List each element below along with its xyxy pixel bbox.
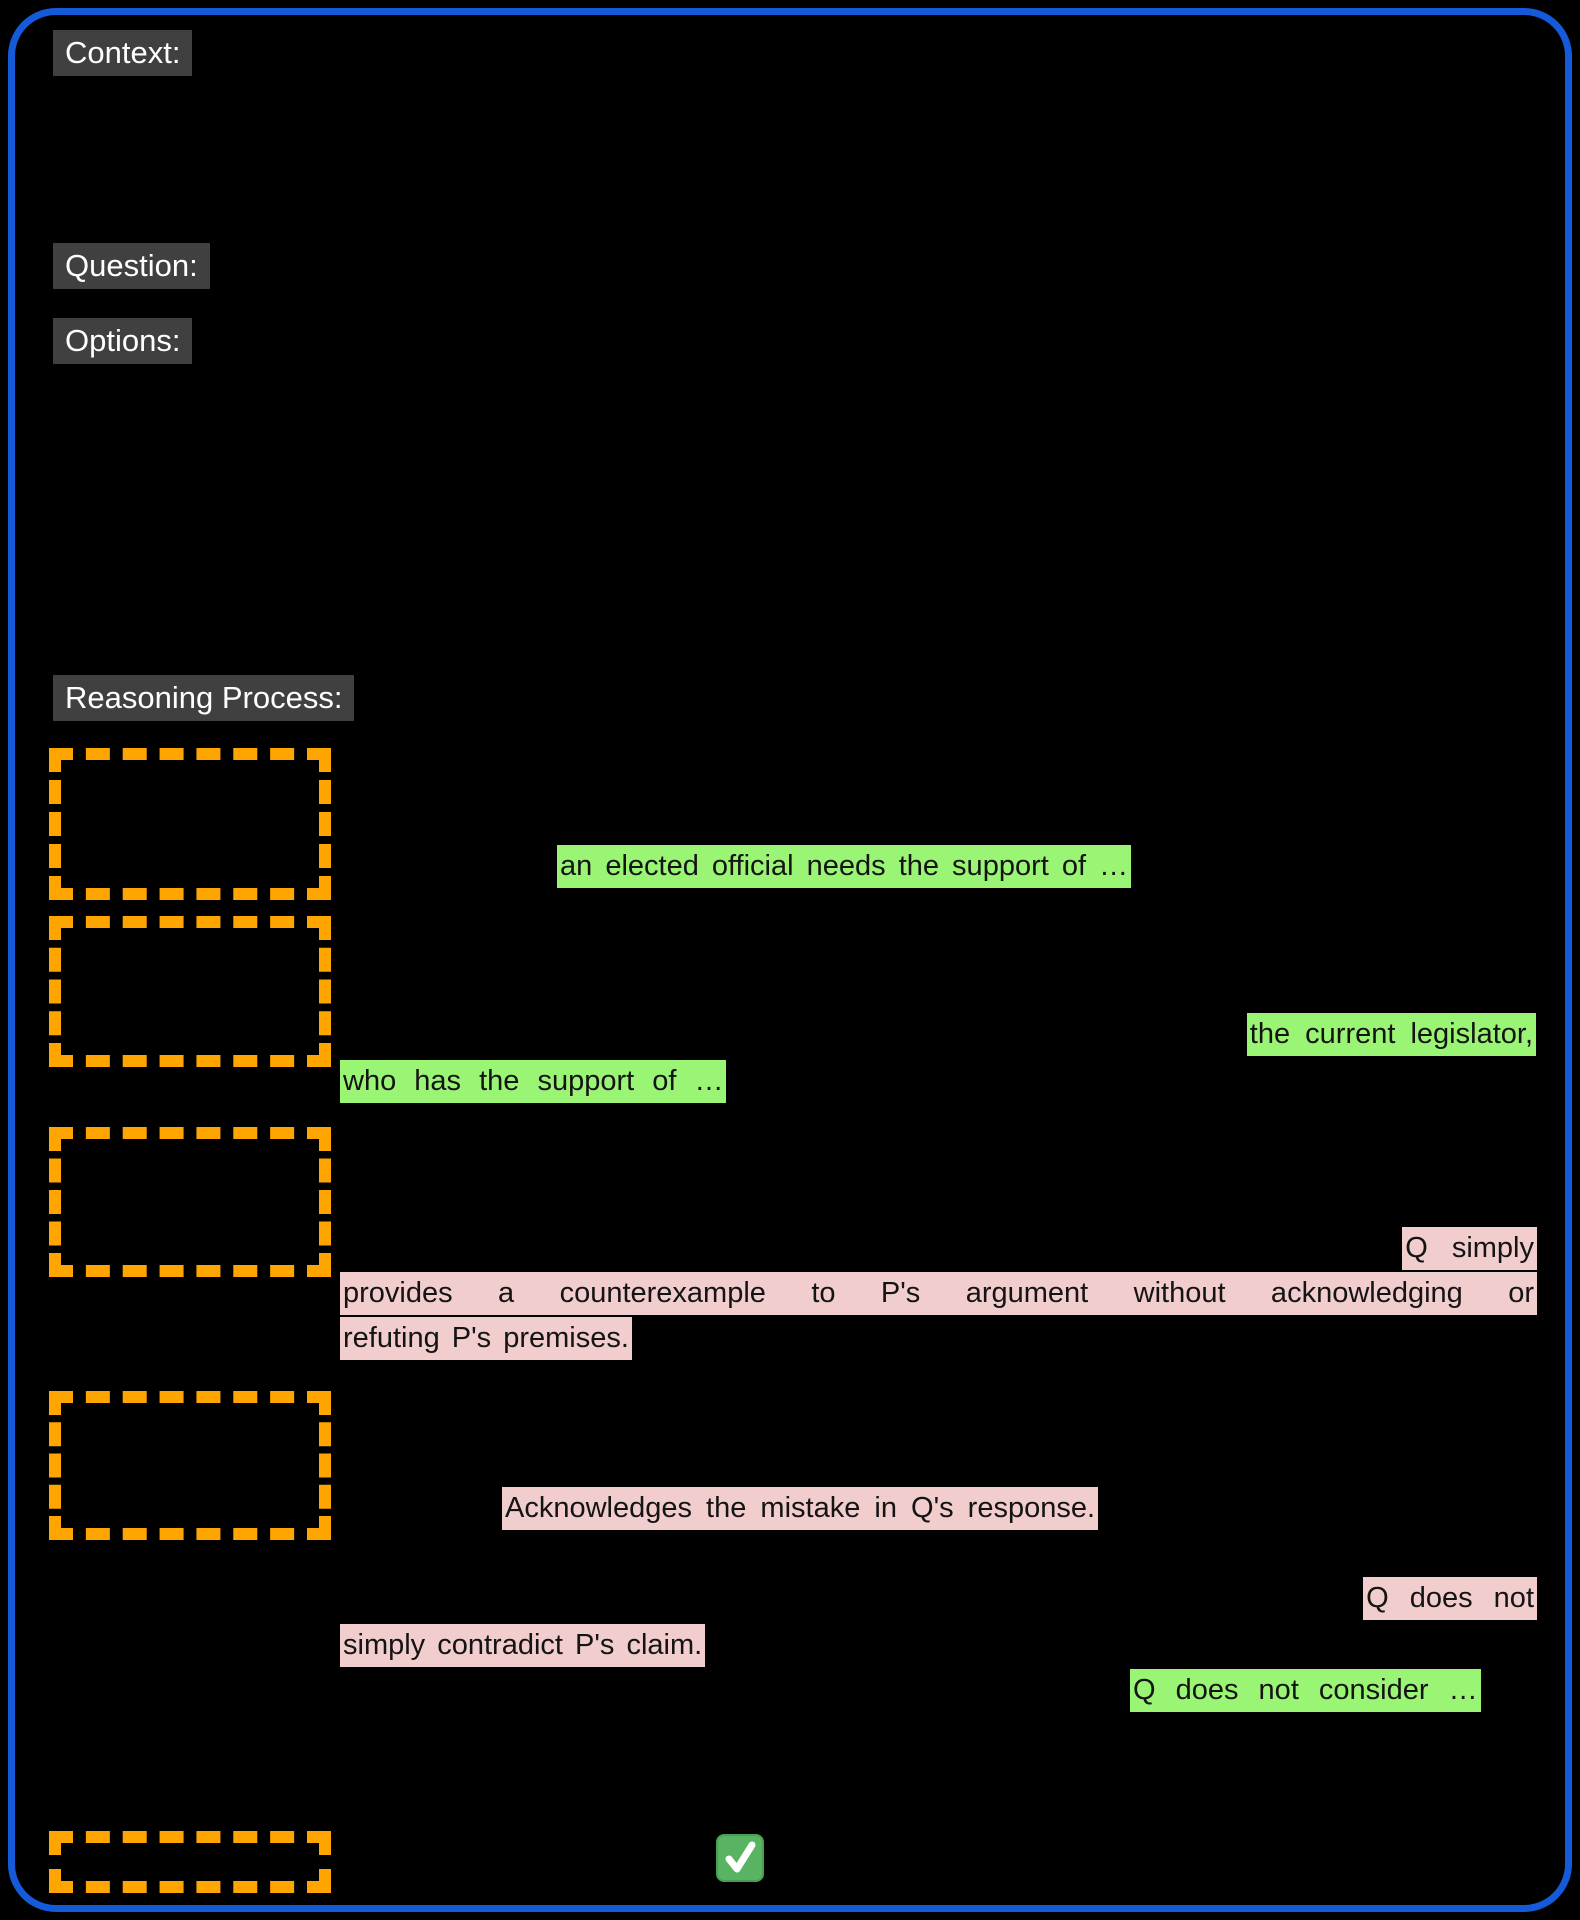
pink-highlight-6: simply contradict P's claim.: [340, 1624, 706, 1667]
pink-highlight-1: Q simply: [1402, 1227, 1537, 1270]
green-highlight-4: Q does not consider …: [1130, 1669, 1481, 1712]
pink-highlight-5: Q does not: [1363, 1577, 1537, 1620]
reasoning-step-box-3: [49, 1127, 331, 1277]
reasoning-step-box-2: [49, 916, 331, 1067]
pink-highlight-3: refuting P's premises.: [340, 1317, 632, 1360]
context-label: Context:: [53, 30, 193, 76]
green-highlight-1: an elected official needs the support of…: [557, 845, 1132, 888]
green-highlight-2: the current legislator,: [1246, 1013, 1536, 1056]
question-label: Question:: [53, 243, 210, 289]
reasoning-step-box-1: [49, 748, 331, 900]
options-label: Options:: [53, 318, 193, 364]
pink-highlight-2: provides a counterexample to P's argumen…: [340, 1272, 1537, 1315]
reasoning-process-label: Reasoning Process:: [53, 675, 355, 721]
reasoning-step-box-5: [49, 1831, 331, 1893]
green-check-icon: [716, 1834, 764, 1882]
reasoning-step-box-4: [49, 1391, 331, 1540]
green-highlight-3: who has the support of …: [340, 1060, 727, 1103]
pink-highlight-4: Acknowledges the mistake in Q's response…: [502, 1487, 1099, 1530]
